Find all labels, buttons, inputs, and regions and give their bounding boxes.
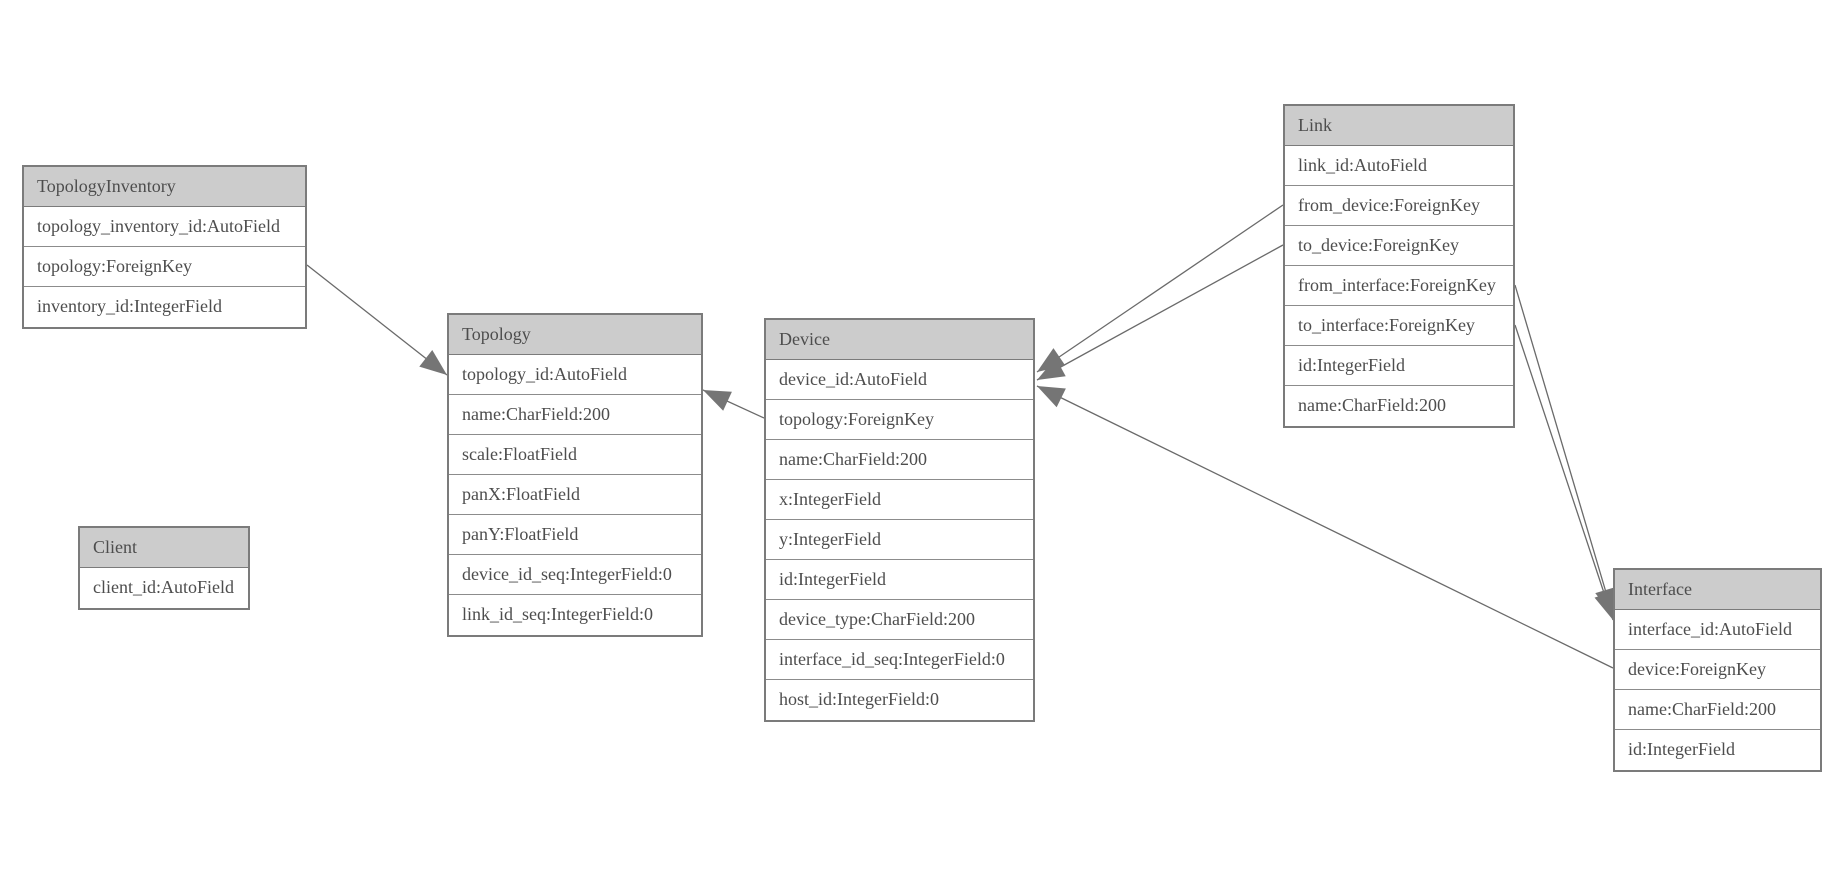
entity-field-row: name:CharField:200	[1615, 690, 1820, 730]
entity-field-row: topology_inventory_id:AutoField	[24, 207, 305, 247]
entity-field-row: name:CharField:200	[766, 440, 1033, 480]
entity-field-row: device:ForeignKey	[1615, 650, 1820, 690]
entity-field-row: interface_id_seq:IntegerField:0	[766, 640, 1033, 680]
entity-field-row: host_id:IntegerField:0	[766, 680, 1033, 720]
entity-field-row: link_id:AutoField	[1285, 146, 1513, 186]
entity-field-row: from_interface:ForeignKey	[1285, 266, 1513, 306]
relation-arrowhead	[703, 390, 732, 411]
entity-field-row: name:CharField:200	[449, 395, 701, 435]
entity-header-device: Device	[766, 320, 1033, 360]
entity-field-row: client_id:AutoField	[80, 568, 248, 608]
entity-table-topologyinventory: TopologyInventory topology_inventory_id:…	[22, 165, 307, 329]
entity-field-row: topology:ForeignKey	[766, 400, 1033, 440]
relation-arrowhead	[1037, 386, 1066, 408]
entity-header-link: Link	[1285, 106, 1513, 146]
entity-field-row: panY:FloatField	[449, 515, 701, 555]
entity-field-row: topology_id:AutoField	[449, 355, 701, 395]
entity-field-row: device_type:CharField:200	[766, 600, 1033, 640]
relation-link-from-interface	[1514, 284, 1614, 617]
entity-field-row: name:CharField:200	[1285, 386, 1513, 426]
entity-rows: client_id:AutoField	[80, 568, 248, 608]
entity-field-row: inventory_id:IntegerField	[24, 287, 305, 327]
relation-interface-device	[1036, 385, 1614, 669]
entity-field-row: link_id_seq:IntegerField:0	[449, 595, 701, 635]
relation-topologyinventory-topology	[306, 264, 448, 376]
entity-table-client: Client client_id:AutoField	[78, 526, 250, 610]
relation-arrowhead	[1594, 591, 1615, 620]
relation-arrowhead	[419, 350, 447, 375]
relation-device-topology	[702, 389, 765, 419]
entity-field-row: device_id_seq:IntegerField:0	[449, 555, 701, 595]
entity-field-row: y:IntegerField	[766, 520, 1033, 560]
entity-field-row: id:IntegerField	[1285, 346, 1513, 386]
entity-field-row: to_interface:ForeignKey	[1285, 306, 1513, 346]
entity-field-row: id:IntegerField	[1615, 730, 1820, 770]
entity-field-row: from_device:ForeignKey	[1285, 186, 1513, 226]
entity-field-row: interface_id:AutoField	[1615, 610, 1820, 650]
entity-field-row: id:IntegerField	[766, 560, 1033, 600]
entity-field-row: device_id:AutoField	[766, 360, 1033, 400]
entity-header-client: Client	[80, 528, 248, 568]
relation-arrowhead	[1037, 348, 1066, 372]
entity-header-interface: Interface	[1615, 570, 1820, 610]
entity-field-row: to_device:ForeignKey	[1285, 226, 1513, 266]
relation-link-to-device	[1036, 244, 1284, 381]
relation-link-from-device	[1036, 204, 1284, 373]
entity-header-topologyinventory: TopologyInventory	[24, 167, 305, 207]
entity-field-row: scale:FloatField	[449, 435, 701, 475]
entity-field-row: topology:ForeignKey	[24, 247, 305, 287]
entity-field-row: x:IntegerField	[766, 480, 1033, 520]
entity-field-row: panX:FloatField	[449, 475, 701, 515]
entity-header-topology: Topology	[449, 315, 701, 355]
relation-link-to-interface	[1514, 324, 1614, 621]
relation-arrowhead	[1037, 357, 1066, 380]
